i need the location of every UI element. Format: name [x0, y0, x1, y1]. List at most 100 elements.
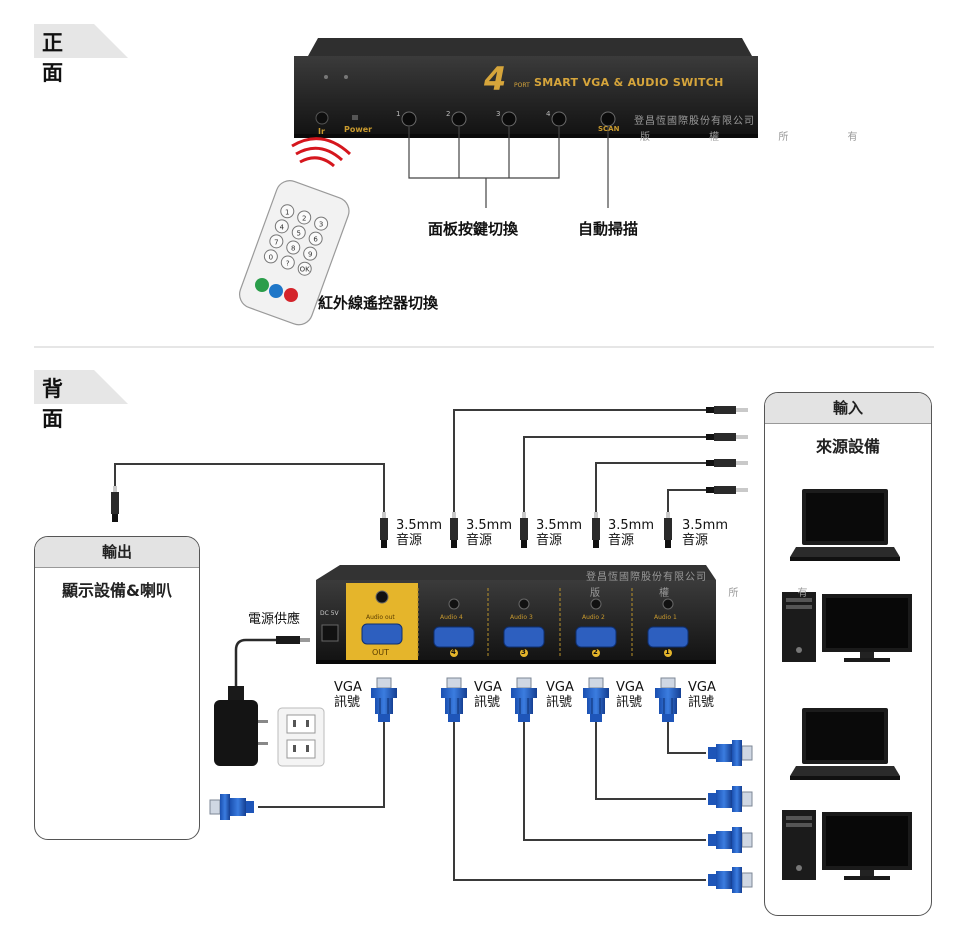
remote-key	[269, 234, 284, 249]
port-2-number: 2	[593, 648, 598, 656]
remote-key	[280, 255, 295, 270]
remote-key	[280, 204, 295, 219]
vga-in-port-3[interactable]	[503, 626, 545, 648]
audio-source-plug-icon	[706, 406, 748, 414]
dc-jack[interactable]	[321, 624, 339, 642]
audio-source-plug-icon	[706, 459, 748, 467]
vga-in-port-2[interactable]	[575, 626, 617, 648]
remote-key-label: 4	[280, 223, 285, 231]
vga-3-cable-label: VGA 訊號	[546, 680, 574, 710]
front-button-3[interactable]	[501, 111, 517, 127]
remote-red-key	[284, 288, 298, 302]
remote-key-label: 2	[302, 214, 306, 222]
power-led-icon	[352, 115, 358, 120]
ir-receiver-icon	[315, 111, 329, 125]
ir-label: Ir	[318, 127, 325, 136]
dc-label: DC 5V	[320, 610, 339, 617]
vga-plug-2-icon	[582, 677, 610, 723]
button-label-1: 1	[396, 110, 401, 118]
front-heading-tab: 正面	[34, 24, 128, 85]
audio-3-cable-label: 3.5mm 音源	[536, 518, 583, 548]
scan-button[interactable]	[600, 111, 616, 127]
audio-plug-2-icon	[592, 512, 600, 548]
front-copyright-line1: 登昌恆國際股份有限公司	[634, 116, 755, 127]
front-heading: 正面	[42, 31, 73, 85]
audio-plug-3-icon	[520, 512, 528, 548]
audio-plug-out-icon	[380, 512, 388, 548]
device-port-text: PORT	[514, 82, 530, 89]
vga-plug-out-icon	[370, 677, 398, 723]
remote-key	[291, 225, 306, 240]
vga-cables	[258, 722, 706, 881]
vga-out-cable-label: VGA 訊號	[334, 680, 362, 710]
vga-1-cable-label: VGA 訊號	[688, 680, 716, 710]
remote-key-label: 3	[319, 221, 323, 229]
remote-key	[297, 210, 312, 225]
output-box-title: 輸出	[35, 537, 199, 568]
output-box: 輸出 顯示設備&喇叭	[34, 536, 200, 840]
audio-cables	[114, 409, 708, 520]
remote-key-label: 1	[285, 208, 289, 216]
audio-source-plug-icon	[706, 486, 748, 494]
vga-plug-source-icon	[707, 826, 753, 854]
back-copyright-line1: 登昌恆國際股份有限公司	[586, 572, 707, 583]
output-box-subtitle: 顯示設備&喇叭	[62, 581, 172, 600]
vga-out-port[interactable]	[361, 623, 403, 645]
front-button-4[interactable]	[551, 111, 567, 127]
device-title: SMART VGA & AUDIO SWITCH	[534, 76, 724, 89]
audio-in-jack-4[interactable]	[448, 598, 460, 610]
remote-key	[263, 249, 278, 264]
button-label-3: 3	[496, 110, 501, 118]
ir-signal-icon	[291, 137, 352, 168]
remote-key-label: 6	[313, 236, 318, 244]
audio-in-jack-2[interactable]	[590, 598, 602, 610]
remote-key-label: 5	[297, 229, 301, 237]
input-box-subtitle: 來源設備	[815, 437, 880, 456]
wall-outlet-icon	[277, 707, 325, 767]
remote-key-label: 9	[308, 251, 312, 259]
vga-in-port-1[interactable]	[647, 626, 689, 648]
device-logo: 4	[484, 60, 507, 98]
remote-key	[297, 261, 312, 276]
remote-key-label: 7	[274, 238, 278, 246]
front-callout-lines	[408, 127, 609, 208]
power-label: Power	[344, 125, 373, 134]
power-adapter-icon	[214, 636, 310, 766]
front-button-2[interactable]	[451, 111, 467, 127]
audio-4-cable-label: 3.5mm 音源	[466, 518, 513, 548]
vga-plug-source-icon	[707, 739, 753, 767]
remote-key-label: ?	[286, 260, 290, 268]
remote-key	[314, 216, 329, 231]
audio-plug-4-icon	[450, 512, 458, 548]
remote-key	[308, 231, 323, 246]
back-heading: 背面	[42, 377, 73, 431]
button-label-4: 4	[546, 110, 551, 118]
audio-in-jack-3[interactable]	[518, 598, 530, 610]
audio-plug-1-icon	[664, 512, 672, 548]
back-kvm-device	[316, 565, 716, 664]
front-kvm-device	[294, 38, 758, 138]
vga-plug-3-icon	[510, 677, 538, 723]
remote-green-key	[255, 278, 269, 292]
audio-out-label: Audio out	[366, 614, 395, 621]
remote-blue-key	[269, 284, 283, 298]
audio-in-jack-1[interactable]	[662, 598, 674, 610]
vga-4-cable-label: VGA 訊號	[474, 680, 502, 710]
audio-out-cable-label: 3.5mm 音源	[396, 518, 443, 548]
audio-out-jack[interactable]	[375, 590, 389, 604]
back-heading-tab: 背面	[34, 370, 128, 431]
remote-key-label: 0	[269, 253, 273, 261]
auto-scan-label: 自動掃描	[578, 220, 639, 238]
vga-plug-4-icon	[440, 677, 468, 723]
remote-key-label: OK	[300, 266, 311, 274]
vga-plug-source-icon	[707, 866, 753, 894]
button-label-2: 2	[446, 110, 451, 118]
front-button-1[interactable]	[401, 111, 417, 127]
vga-plug-display-icon	[209, 793, 255, 821]
vga-plug-source-icon	[707, 785, 753, 813]
port-3-number: 3	[521, 648, 526, 656]
port-2-audio-label: Audio 2	[582, 614, 605, 621]
vga-in-port-4[interactable]	[433, 626, 475, 648]
port-4-number: 4	[451, 648, 456, 656]
vga-2-cable-label: VGA 訊號	[616, 680, 644, 710]
